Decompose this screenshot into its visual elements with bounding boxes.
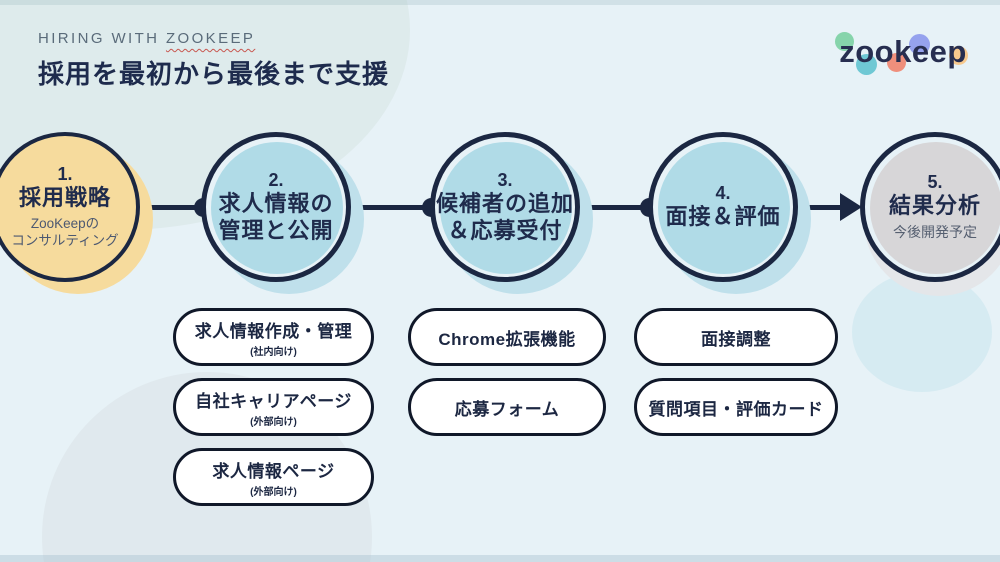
step-title: 採用戦略 xyxy=(18,185,111,211)
step-5-text: 5. 結果分析 今後開発予定 xyxy=(860,132,1000,282)
pill-label: Chrome拡張機能 xyxy=(438,329,576,349)
bottom-edge-strip xyxy=(0,555,1000,562)
step-2-fill xyxy=(211,142,343,274)
step-1-text: 1. 採用戦略 ZooKeepの コンサルティング xyxy=(0,132,140,282)
step-3-text: 3. 候補者の追加 ＆応募受付 xyxy=(430,132,580,282)
step-number: 1. xyxy=(57,164,73,185)
pill-label: 自社キャリアページ xyxy=(195,391,352,411)
step-2-circle: 2. 求人情報の 管理と公開 xyxy=(201,132,364,294)
header: HIRING WITH ZOOKEEP 採用を最初から最後まで支援 xyxy=(38,30,389,91)
step-3-fill xyxy=(440,142,572,274)
pill-sublabel: (外部向け) xyxy=(250,486,297,498)
connector-line-3 xyxy=(574,205,656,210)
logo-dot-orange-icon xyxy=(949,46,968,65)
pill-label: 応募フォーム xyxy=(454,399,560,419)
pill-label: 質問項目・評価カード xyxy=(648,399,824,419)
pill-label: 求人情報ページ xyxy=(212,461,335,481)
step-subtitle: ZooKeepの コンサルティング xyxy=(11,215,119,249)
step-number: 5. xyxy=(927,172,943,193)
step-number: 2. xyxy=(268,169,284,190)
connector-line-4 xyxy=(792,205,848,210)
feature-pill-job-create-manage: 求人情報作成・管理 (社内向け) xyxy=(173,308,374,366)
feature-pill-job-page: 求人情報ページ (外部向け) xyxy=(173,448,374,506)
step-4-fill xyxy=(658,142,790,274)
feature-pill-chrome-extension: Chrome拡張機能 xyxy=(408,308,606,366)
step-number: 3. xyxy=(497,169,513,190)
pill-sublabel: (外部向け) xyxy=(250,416,297,428)
zookeep-logo: zookeep xyxy=(823,26,983,78)
logo-dot-teal-icon xyxy=(856,54,877,75)
step-1-fill xyxy=(0,136,136,278)
logo-wordmark: zookeep xyxy=(839,34,967,69)
feature-pill-question-scorecard: 質問項目・評価カード xyxy=(634,378,838,436)
eyebrow-label: HIRING WITH ZOOKEEP xyxy=(38,30,389,47)
arrow-right-icon xyxy=(840,193,862,221)
feature-pill-career-page: 自社キャリアページ (外部向け) xyxy=(173,378,374,436)
feature-pill-application-form: 応募フォーム xyxy=(408,378,606,436)
step-5-circle: 5. 結果分析 今後開発予定 xyxy=(860,132,1000,296)
step-4-circle: 4. 面接＆評価 xyxy=(648,132,811,294)
step-subtitle: 今後開発予定 xyxy=(893,224,977,241)
pill-sublabel: (社内向け) xyxy=(250,346,297,358)
step-1-circle: 1. 採用戦略 ZooKeepの コンサルティング xyxy=(0,132,153,294)
eyebrow-brand-underlined: ZOOKEEP xyxy=(165,30,256,47)
step-3-circle: 3. 候補者の追加 ＆応募受付 xyxy=(430,132,593,294)
logo-dot-periwinkle-icon xyxy=(909,34,930,55)
connector-line-2 xyxy=(344,205,436,210)
feature-pill-interview-scheduling: 面接調整 xyxy=(634,308,838,366)
step-number: 4. xyxy=(715,183,731,204)
step-5-fill xyxy=(870,142,1000,274)
page-title: 採用を最初から最後まで支援 xyxy=(38,59,390,89)
step-4-text: 4. 面接＆評価 xyxy=(648,132,798,282)
eyebrow-prefix: HIRING WITH xyxy=(38,30,166,47)
step-title: 求人情報の 管理と公開 xyxy=(218,190,334,243)
step-title: 結果分析 xyxy=(888,193,981,219)
pill-label: 求人情報作成・管理 xyxy=(194,321,353,341)
top-edge-strip xyxy=(0,0,1000,5)
connector-line-1 xyxy=(125,205,207,210)
logo-dot-salmon-icon xyxy=(887,53,906,72)
logo-dot-green-icon xyxy=(835,32,854,51)
step-title: 面接＆評価 xyxy=(665,204,781,230)
pill-label: 面接調整 xyxy=(701,329,771,349)
step-title: 候補者の追加 ＆応募受付 xyxy=(435,190,574,243)
step-2-text: 2. 求人情報の 管理と公開 xyxy=(201,132,351,282)
